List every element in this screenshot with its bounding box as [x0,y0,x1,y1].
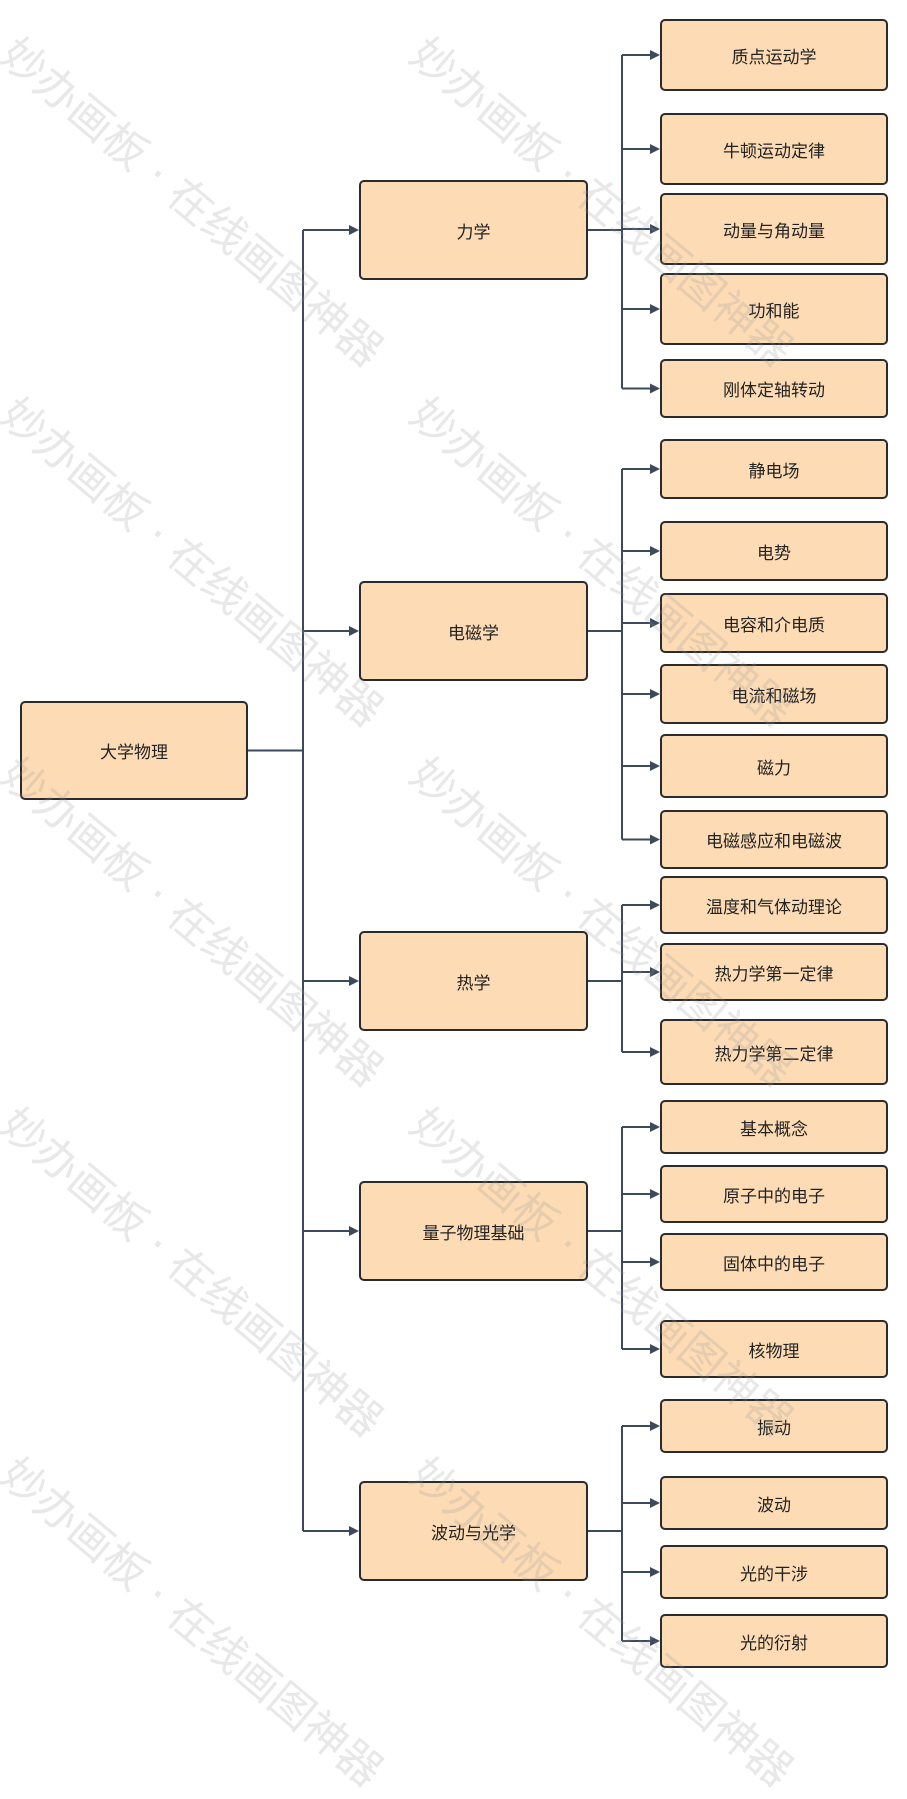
leaf-label: 固体中的电子 [723,1254,825,1275]
leaf-node[interactable]: 原子中的电子 [660,1165,888,1223]
leaf-node[interactable]: 刚体定轴转动 [660,359,888,418]
leaf-label: 功和能 [748,301,800,322]
arrowhead-icon [650,761,660,771]
leaf-node[interactable]: 动量与角动量 [660,193,888,265]
arrowhead-icon [349,1526,359,1536]
leaf-node[interactable]: 电容和介电质 [660,593,888,653]
mind-map-diagram: 大学物理 力学 电磁学 热学 量子物理基础 波动与光学 质点运动学 牛顿运动定律… [0,19,888,1797]
leaf-label: 热力学第二定律 [714,1044,834,1065]
leaf-node[interactable]: 牛顿运动定律 [660,113,888,185]
leaf-label: 振动 [757,1418,791,1439]
connector-layer [248,50,660,1646]
arrowhead-icon [650,50,660,60]
arrowhead-icon [650,144,660,154]
root-node-label: 大学物理 [100,743,168,763]
leaf-label: 磁力 [757,758,791,779]
leaf-node[interactable]: 振动 [660,1399,888,1453]
leaf-label: 光的干涉 [740,1564,808,1585]
leaf-node[interactable]: 磁力 [660,734,888,798]
leaf-node[interactable]: 固体中的电子 [660,1233,888,1291]
branch-label: 量子物理基础 [422,1223,525,1244]
leaf-label: 核物理 [748,1341,800,1362]
leaf-node[interactable]: 电势 [660,521,888,581]
leaf-label: 原子中的电子 [723,1186,825,1207]
leaf-node[interactable]: 电磁感应和电磁波 [660,810,888,869]
leaf-label: 电流和磁场 [731,686,817,707]
branch-label: 电磁学 [448,623,499,644]
leaf-label: 电势 [757,543,791,564]
arrowhead-icon [650,1421,660,1431]
arrowhead-icon [650,1257,660,1267]
arrowhead-icon [650,967,660,977]
arrowhead-icon [650,383,660,394]
leaf-node[interactable]: 质点运动学 [660,19,888,91]
leaf-node[interactable]: 基本概念 [660,1100,888,1154]
leaf-node[interactable]: 光的衍射 [660,1614,888,1668]
leaf-label: 动量与角动量 [723,221,825,242]
leaf-label: 光的衍射 [740,1633,808,1654]
arrowhead-icon [650,1344,660,1354]
leaf-label: 热力学第一定律 [714,964,834,985]
branch-node-quantum[interactable]: 量子物理基础 [359,1181,588,1281]
leaf-label: 静电场 [748,461,800,482]
arrowhead-icon [349,976,359,986]
arrowhead-icon [650,1122,660,1132]
branch-node-electromagnetism[interactable]: 电磁学 [359,581,588,681]
arrowhead-icon [349,1226,359,1236]
leaf-node[interactable]: 功和能 [660,273,888,345]
leaf-label: 电容和介电质 [723,615,825,636]
leaf-node[interactable]: 光的干涉 [660,1545,888,1599]
arrowhead-icon [650,464,660,474]
arrowhead-icon [650,1498,660,1508]
arrowhead-icon [650,618,660,628]
arrowhead-icon [650,1047,660,1057]
arrowhead-icon [650,1636,660,1646]
leaf-label: 刚体定轴转动 [723,381,825,401]
arrowhead-icon [650,689,660,699]
arrowhead-icon [650,304,660,314]
branch-node-thermodynamics[interactable]: 热学 [359,931,588,1031]
branch-label: 力学 [456,222,491,243]
arrowhead-icon [650,546,660,556]
leaf-label: 温度和气体动理论 [706,897,842,918]
arrowhead-icon [650,834,660,845]
branch-node-waves-optics[interactable]: 波动与光学 [359,1481,588,1581]
leaf-node[interactable]: 热力学第一定律 [660,943,888,1001]
leaf-node[interactable]: 静电场 [660,439,888,499]
leaf-label: 牛顿运动定律 [723,141,825,162]
arrowhead-icon [650,224,660,234]
arrowhead-icon [650,1189,660,1199]
branch-label: 热学 [456,973,491,994]
leaf-label: 基本概念 [740,1119,808,1140]
leaf-node[interactable]: 电流和磁场 [660,664,888,724]
arrowhead-icon [650,900,660,910]
arrowhead-icon [349,225,359,235]
arrowhead-icon [650,1567,660,1577]
leaf-node[interactable]: 核物理 [660,1320,888,1378]
arrowhead-icon [349,626,359,636]
leaf-label: 电磁感应和电磁波 [706,832,842,852]
root-node[interactable]: 大学物理 [20,701,248,800]
leaf-node[interactable]: 热力学第二定律 [660,1019,888,1085]
branch-label: 波动与光学 [431,1523,516,1544]
leaf-label: 质点运动学 [731,47,817,68]
leaf-node[interactable]: 温度和气体动理论 [660,876,888,934]
branch-node-mechanics[interactable]: 力学 [359,180,588,280]
leaf-node[interactable]: 波动 [660,1476,888,1530]
leaf-label: 波动 [757,1495,791,1516]
